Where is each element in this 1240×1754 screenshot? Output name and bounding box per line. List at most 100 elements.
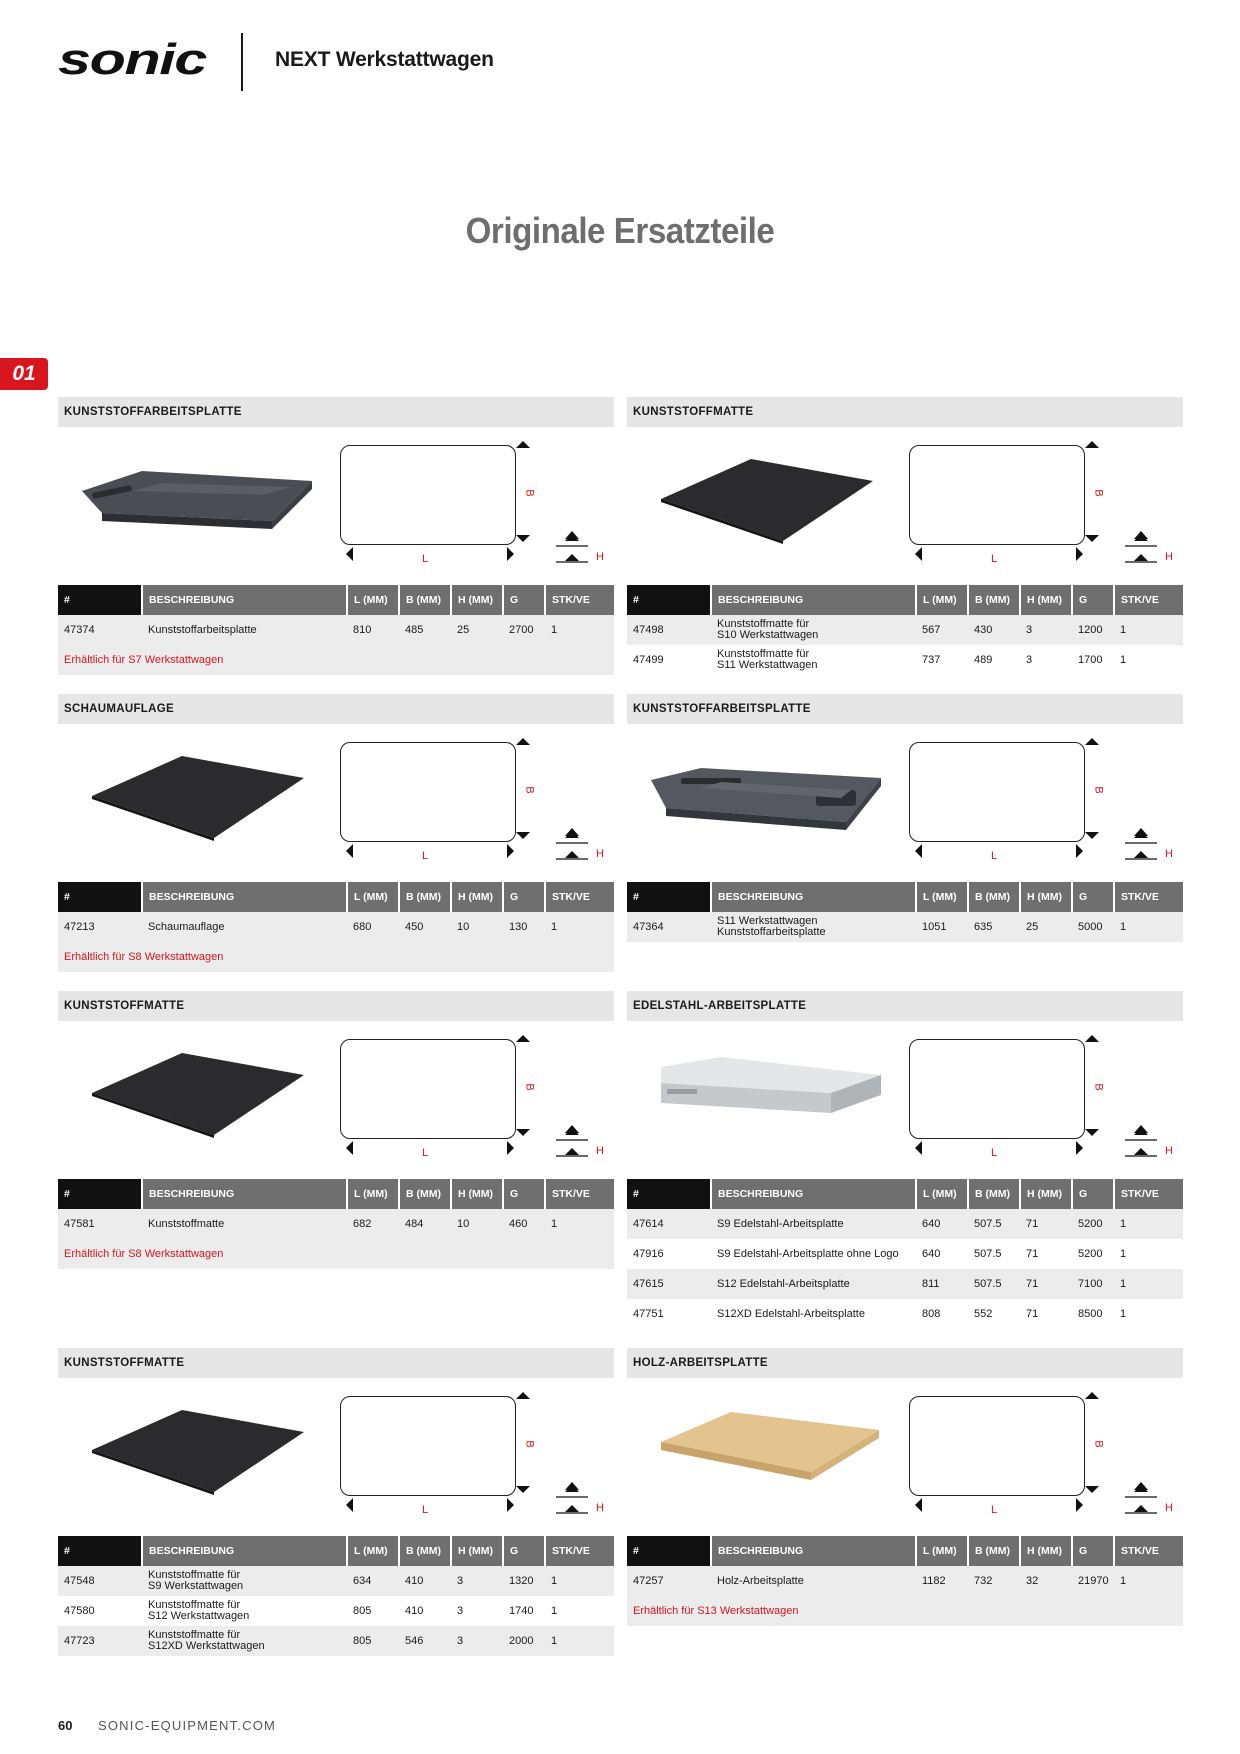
width-mm: 507.5	[968, 1269, 1020, 1299]
column-header: B (MM)	[968, 1536, 1021, 1566]
sonic-logo: sonic	[58, 40, 208, 80]
column-header: BESCHREIBUNG	[711, 882, 917, 912]
dimension-arrows	[346, 1035, 588, 1157]
width-mm: 507.5	[974, 1247, 1002, 1260]
product-image	[92, 756, 304, 841]
column-header: BESCHREIBUNG	[142, 585, 348, 615]
section-title: KUNSTSTOFFARBEITSPLATTE	[58, 397, 614, 427]
product-image	[651, 768, 881, 830]
column-header: G	[503, 585, 546, 615]
dimension-outline	[909, 1039, 1085, 1139]
length-mm: 1051	[916, 912, 968, 942]
dim-label-b: B	[1092, 1440, 1105, 1448]
dim-label-b: B	[523, 786, 536, 794]
description: Schaumauflage	[142, 912, 347, 942]
width-mm: 410	[399, 1566, 451, 1596]
pieces-per-unit: 1	[1120, 1247, 1127, 1260]
column-header: STK/VE	[545, 1179, 614, 1209]
column-header: #	[627, 882, 712, 912]
column-header: B (MM)	[399, 585, 452, 615]
height-mm: 3	[1026, 653, 1033, 666]
length-mm: 805	[353, 1604, 372, 1617]
column-header: #	[627, 1179, 712, 1209]
section-title: EDELSTAHL-ARBEITSPLATTE	[627, 991, 1183, 1021]
dim-label-l: L	[422, 850, 429, 862]
article-number: 47751	[633, 1307, 664, 1320]
chapter-tab[interactable]: 01	[0, 358, 48, 390]
column-header: BESCHREIBUNG	[142, 1536, 348, 1566]
section-title: KUNSTSTOFFMATTE	[58, 1348, 614, 1378]
column-header: H (MM)	[1020, 1536, 1073, 1566]
description: S9 Edelstahl-Arbeitsplatte ohne Logo	[717, 1247, 899, 1260]
length-mm: 640	[922, 1247, 941, 1260]
article-number: 47257	[627, 1566, 711, 1596]
article-number: 47213	[58, 912, 142, 942]
dim-label-l: L	[422, 1147, 429, 1159]
height-mm: 71	[1020, 1209, 1072, 1239]
availability-note-row: Erhältlich für S8 Werkstattwagen	[58, 942, 614, 972]
dimension-outline	[909, 445, 1085, 545]
column-header: G	[1072, 1536, 1115, 1566]
column-header: STK/VE	[1114, 1536, 1183, 1566]
column-header: STK/VE	[1114, 1179, 1183, 1209]
description: S9 Edelstahl-Arbeitsplatte	[711, 1209, 916, 1239]
height-mm: 3	[1020, 615, 1072, 645]
length-mm: 808	[922, 1307, 941, 1320]
product-image	[92, 1053, 304, 1138]
availability-note: Erhältlich für S13 Werkstattwagen	[627, 1596, 1183, 1626]
product-image	[661, 1057, 881, 1113]
article-number: 47498	[627, 615, 711, 645]
footer-url[interactable]: SONIC-EQUIPMENT.COM	[98, 1718, 277, 1733]
weight-g: 2000	[503, 1626, 545, 1656]
table-row[interactable]: 47916 S9 Edelstahl-Arbeitsplatte ohne Log…	[627, 1239, 1183, 1269]
column-header: G	[1072, 882, 1115, 912]
dim-label-b: B	[1092, 786, 1105, 794]
product-image	[92, 1410, 304, 1495]
height-mm: 3	[451, 1626, 503, 1656]
column-header: BESCHREIBUNG	[711, 1536, 917, 1566]
column-header: G	[503, 1536, 546, 1566]
page-title: Originale Ersatzteile	[465, 210, 775, 251]
dim-label-b: B	[1092, 489, 1105, 497]
article-number: 47916	[633, 1247, 664, 1260]
width-mm: 484	[399, 1209, 451, 1239]
dim-label-h: H	[1165, 1502, 1173, 1514]
pieces-per-unit: 1	[1120, 1307, 1127, 1320]
pieces-per-unit: 1	[545, 1566, 614, 1596]
column-header: B (MM)	[968, 585, 1021, 615]
article-number: 47499	[633, 653, 664, 666]
dim-label-l: L	[991, 553, 998, 565]
width-mm: 450	[399, 912, 451, 942]
availability-note-row: Erhältlich für S13 Werkstattwagen	[627, 1596, 1183, 1626]
height-mm: 25	[1020, 912, 1072, 942]
column-header: STK/VE	[1114, 882, 1183, 912]
height-mm: 10	[451, 1209, 503, 1239]
width-mm: 507.5	[968, 1209, 1020, 1239]
article-number: 47374	[58, 615, 142, 645]
